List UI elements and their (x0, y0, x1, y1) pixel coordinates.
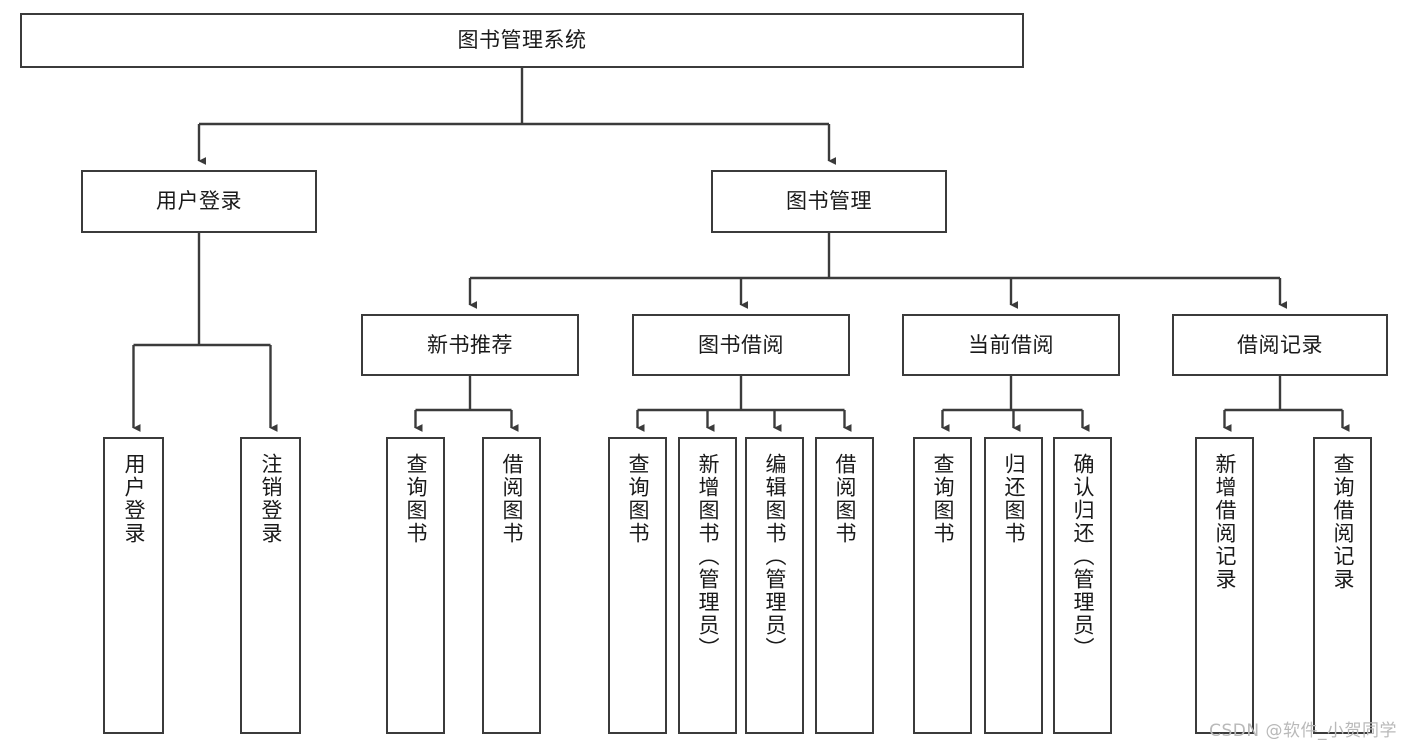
node-label: 借阅图书 (500, 453, 524, 545)
node-leaf9[interactable]: 查询图书 (913, 437, 972, 734)
node-label: 确认归还（管理员） (1071, 453, 1095, 660)
node-label: 查询图书 (626, 453, 650, 545)
node-label: 图书借阅 (698, 332, 784, 357)
node-label: 图书管理系统 (457, 28, 587, 53)
node-leaf7[interactable]: 编辑图书（管理员） (745, 437, 804, 734)
node-root[interactable]: 图书管理系统 (20, 13, 1024, 68)
node-leaf2[interactable]: 注销登录 (240, 437, 301, 734)
node-label: 新增借阅记录 (1213, 453, 1237, 591)
node-leaf11[interactable]: 确认归还（管理员） (1053, 437, 1112, 734)
node-leaf4[interactable]: 借阅图书 (482, 437, 541, 734)
node-leaf12[interactable]: 新增借阅记录 (1195, 437, 1254, 734)
node-label: 借阅图书 (833, 453, 857, 545)
node-login[interactable]: 用户登录 (81, 170, 317, 233)
node-label: 编辑图书（管理员） (763, 453, 787, 660)
node-label: 新增图书（管理员） (696, 453, 720, 660)
node-label: 用户登录 (156, 189, 242, 214)
node-label: 查询图书 (404, 453, 428, 545)
node-label: 查询图书 (931, 453, 955, 545)
node-label: 当前借阅 (968, 332, 1054, 357)
node-record[interactable]: 借阅记录 (1172, 314, 1388, 376)
node-leaf3[interactable]: 查询图书 (386, 437, 445, 734)
node-current[interactable]: 当前借阅 (902, 314, 1120, 376)
node-borrow[interactable]: 图书借阅 (632, 314, 850, 376)
node-leaf8[interactable]: 借阅图书 (815, 437, 874, 734)
node-bookmgmt[interactable]: 图书管理 (711, 170, 947, 233)
node-newbook[interactable]: 新书推荐 (361, 314, 579, 376)
node-leaf13[interactable]: 查询借阅记录 (1313, 437, 1372, 734)
node-label: 图书管理 (786, 189, 872, 214)
node-label: 注销登录 (259, 453, 283, 545)
node-leaf5[interactable]: 查询图书 (608, 437, 667, 734)
node-leaf1[interactable]: 用户登录 (103, 437, 164, 734)
node-label: 借阅记录 (1237, 332, 1323, 357)
node-label: 归还图书 (1002, 453, 1026, 545)
node-label: 用户登录 (122, 453, 146, 545)
node-leaf6[interactable]: 新增图书（管理员） (678, 437, 737, 734)
node-label: 查询借阅记录 (1331, 453, 1355, 591)
watermark-text: CSDN @软件_小贺同学 (1209, 721, 1397, 741)
node-leaf10[interactable]: 归还图书 (984, 437, 1043, 734)
node-label: 新书推荐 (427, 332, 513, 357)
